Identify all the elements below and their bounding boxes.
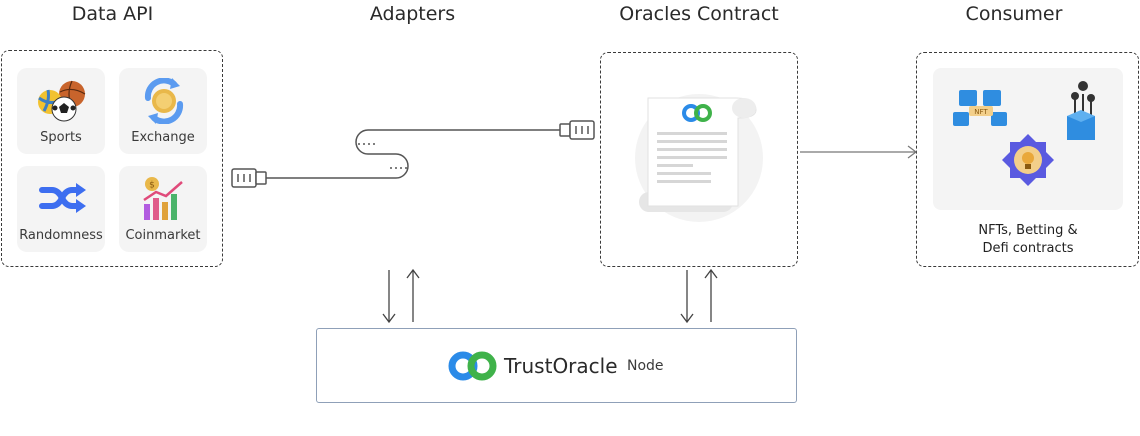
adapters-node-arrows [382, 268, 420, 324]
sports-tile: Sports [17, 68, 105, 154]
exchange-coin-icon [144, 78, 184, 124]
oracles-contract-title: Oracles Contract [619, 3, 779, 25]
randomness-tile: Randomness [17, 166, 105, 252]
data-api-title: Data API [71, 3, 154, 25]
trustoracle-node-box [316, 328, 797, 403]
consumer-label-line2: Defi contracts [982, 241, 1074, 256]
consumer-illustration: NFT [933, 68, 1123, 210]
consumer-title: Consumer [965, 3, 1063, 25]
bar-chart-coin-icon: $ [143, 177, 183, 220]
oracles-contract-box [600, 52, 798, 267]
contract-document-icon [635, 94, 763, 222]
coinmarket-label: Coinmarket [125, 228, 201, 243]
data-api-box [1, 50, 223, 267]
consumer-box [916, 52, 1139, 267]
node-label: Node [627, 358, 664, 374]
contract-logo-icon [682, 104, 712, 122]
sports-balls-icon [38, 80, 86, 122]
sports-label: Sports [40, 130, 82, 145]
trustoracle-brand: TrustOracle [504, 354, 618, 378]
exchange-label: Exchange [131, 130, 195, 145]
right-plug-icon [559, 120, 595, 140]
exchange-tile: Exchange [119, 68, 207, 154]
nft-blocks-icon: NFT [953, 90, 1007, 126]
coinmarket-tile: $ Coinmarket [119, 166, 207, 252]
left-plug-icon [231, 168, 267, 188]
network-cube-icon [1067, 81, 1095, 140]
svg-text:$: $ [149, 181, 155, 191]
trustoracle-logo-icon [448, 351, 497, 381]
shuffle-icon [39, 183, 86, 213]
adapter-cable [266, 129, 560, 179]
contract-node-arrows [680, 268, 718, 324]
consumer-label-line1: NFTs, Betting & [978, 223, 1078, 238]
svg-text:NFT: NFT [974, 108, 988, 116]
bulb-gear-icon [1002, 134, 1054, 186]
randomness-label: Randomness [19, 228, 103, 243]
contract-to-consumer-arrow [800, 145, 917, 159]
adapters-title: Adapters [369, 3, 456, 25]
